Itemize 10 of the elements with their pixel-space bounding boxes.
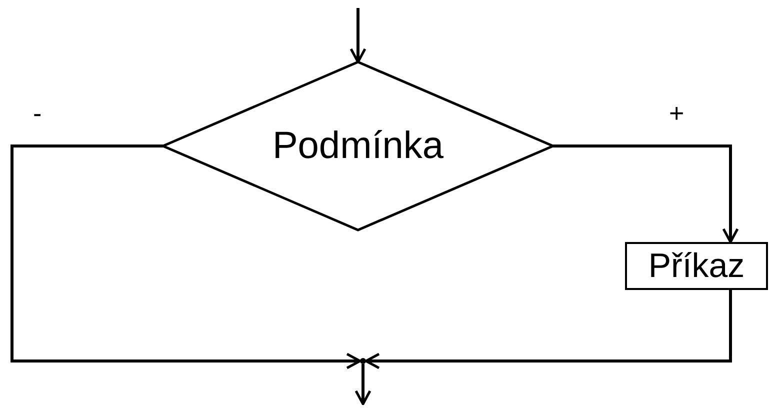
arrow bbox=[354, 364, 372, 406]
decision-diamond bbox=[163, 62, 553, 230]
arrow bbox=[364, 290, 732, 370]
junction-point bbox=[360, 358, 366, 364]
process-box bbox=[625, 242, 768, 290]
arrow bbox=[350, 8, 366, 64]
node-text: Podmínka bbox=[272, 124, 444, 168]
arrow bbox=[553, 144, 739, 244]
arrow bbox=[10, 144, 362, 370]
node-text: Příkaz bbox=[648, 246, 745, 286]
